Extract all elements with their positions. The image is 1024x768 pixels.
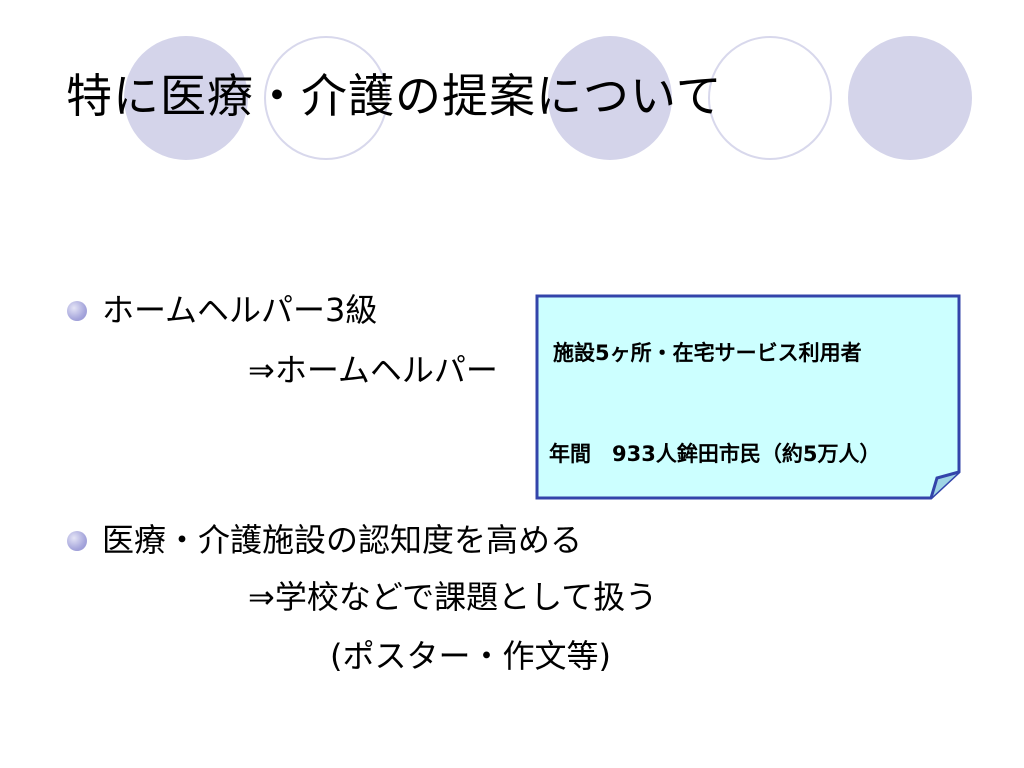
decor-circle-5 bbox=[848, 36, 972, 160]
bullet-2-sub2: (ポスター・作文等) bbox=[330, 637, 611, 675]
bullet-2-sub: ⇒学校などで課題として扱う bbox=[248, 578, 658, 616]
sticky-note-callout: 施設5ヶ所・在宅サービス利用者 年間 933人鉾田市民（約5万人） bbox=[535, 294, 961, 500]
bullet-1-main: ホームヘルパー3級 bbox=[102, 291, 378, 329]
bullet-2-main: 医療・介護施設の認知度を高める bbox=[102, 521, 583, 559]
slide-title: 特に医療・介護の提案について bbox=[66, 69, 723, 123]
decor-circle-1 bbox=[124, 36, 248, 160]
decor-circle-3 bbox=[548, 36, 672, 160]
decor-circle-4 bbox=[708, 36, 832, 160]
bullet-icon bbox=[67, 301, 87, 321]
sticky-note-shape bbox=[535, 294, 961, 500]
bullet-icon bbox=[67, 531, 87, 551]
bullet-1-sub: ⇒ホームヘルパー bbox=[248, 351, 498, 389]
note-line-1: 施設5ヶ所・在宅サービス利用者 bbox=[553, 341, 862, 365]
decor-circle-2 bbox=[264, 36, 388, 160]
note-line-2: 年間 933人鉾田市民（約5万人） bbox=[549, 442, 881, 466]
